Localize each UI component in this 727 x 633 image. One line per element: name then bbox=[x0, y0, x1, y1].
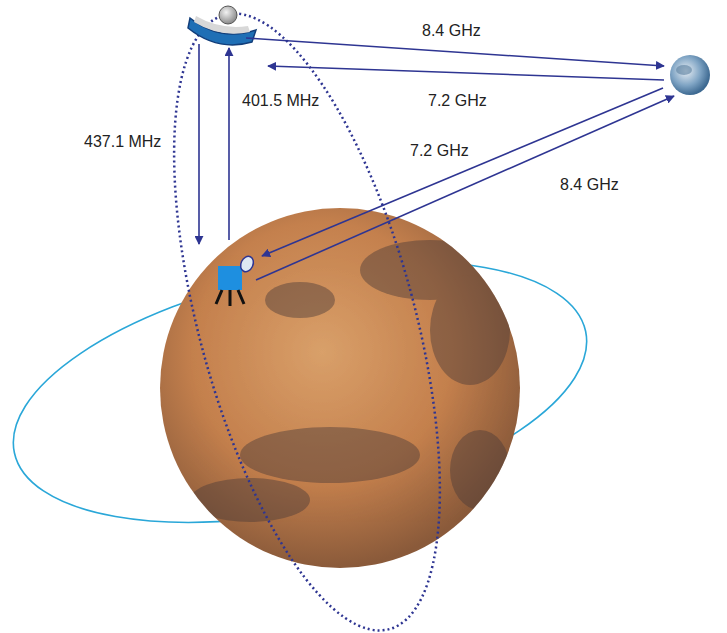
mars-marking bbox=[240, 427, 420, 483]
link-arrow bbox=[256, 96, 674, 280]
frequency-label: 401.5 MHz bbox=[242, 92, 319, 110]
mars-markings bbox=[190, 240, 510, 522]
mars-marking bbox=[450, 430, 510, 510]
frequency-label: 8.4 GHz bbox=[422, 22, 481, 40]
mars-marking bbox=[430, 275, 510, 385]
frequency-label: 437.1 MHz bbox=[84, 133, 161, 151]
lander-body bbox=[218, 266, 242, 290]
lander-antenna bbox=[238, 254, 256, 274]
radio-links bbox=[199, 38, 674, 280]
link-arrow bbox=[246, 38, 664, 66]
frequency-label: 7.2 GHz bbox=[410, 142, 469, 160]
link-arrow bbox=[198, 44, 200, 244]
link-arrow bbox=[268, 66, 664, 80]
orbiter-spacecraft bbox=[188, 6, 256, 45]
lander-legs bbox=[216, 290, 244, 306]
frequency-label: 8.4 GHz bbox=[560, 176, 619, 194]
mars-marking bbox=[190, 478, 310, 522]
orbiter-body bbox=[219, 6, 237, 24]
frequency-label: 7.2 GHz bbox=[428, 92, 487, 110]
link-arrow bbox=[228, 48, 230, 240]
earth-disc bbox=[670, 55, 710, 95]
mars-marking bbox=[265, 282, 335, 318]
link-arrow bbox=[262, 88, 663, 256]
earth-planet bbox=[670, 55, 710, 95]
lander bbox=[216, 254, 256, 306]
earth-marking bbox=[676, 65, 692, 75]
polar-orbit bbox=[120, 0, 493, 633]
